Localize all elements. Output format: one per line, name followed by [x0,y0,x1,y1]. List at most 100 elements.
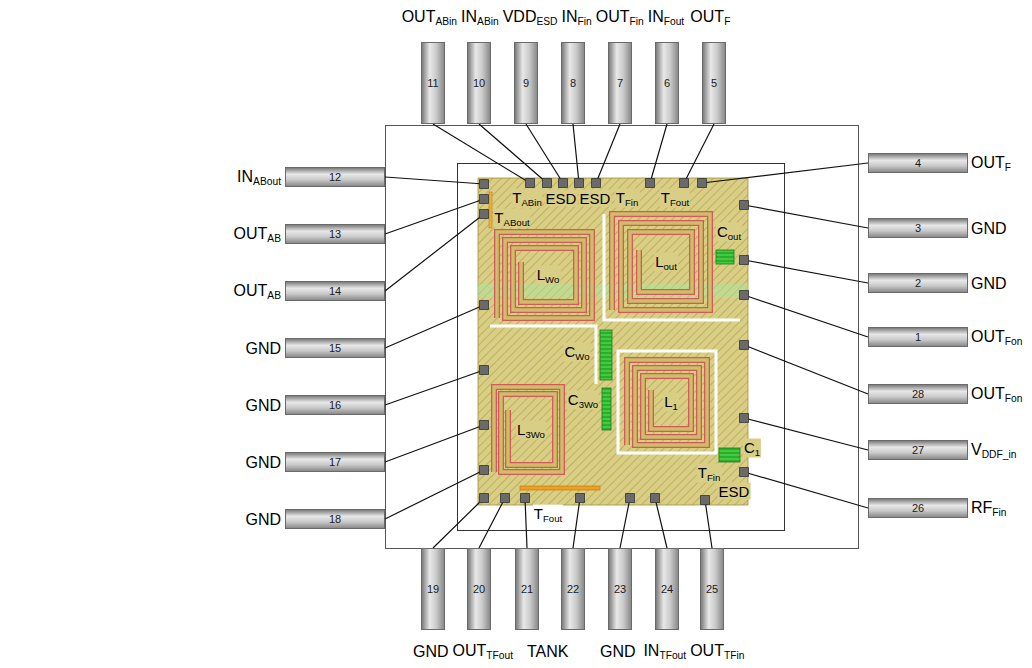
pin-name: GND [245,339,281,358]
text-subscript: 3Wo [525,429,545,440]
component-label: LWo [536,266,561,285]
text-subscript: F [1005,162,1011,173]
text-main: IN [237,168,253,185]
text-subscript: ESD [536,16,557,27]
inductor-spiral [612,214,710,310]
text-subscript: AB [267,233,281,244]
pin-number: 10 [468,43,490,123]
pin-number: 15 [286,339,384,357]
text-main: GND [600,643,636,660]
pin-box: 18GND [285,509,385,529]
component-label: ESD [579,190,612,207]
pin-name: GND [600,642,636,661]
text-main: OUT [690,642,724,659]
pin-name: GND [971,274,1007,293]
pin-number: 21 [516,549,538,629]
text-main: OUT [402,8,436,25]
text-subscript: DDF_in [982,449,1017,460]
text-main: T [534,505,543,522]
capacitor [719,448,740,462]
pin-box: 11OUTABin [421,42,445,124]
text-main: L [655,253,663,270]
pin-number: 2 [869,274,967,292]
pin-box: 28OUTFon [868,384,968,404]
pin-number: 4 [869,154,967,172]
text-main: T [494,209,503,226]
component-label: L1 [663,393,679,412]
inductor-spirals [494,214,710,472]
text-subscript: out [664,261,677,272]
inductor-spiral [494,387,562,472]
text-subscript: ABin [435,16,457,27]
text-subscript: 3Wo [579,399,599,410]
pin-name: INTFout [643,641,686,662]
text-main: IN [643,642,659,659]
pin-number: 3 [869,219,967,237]
text-main: L [517,421,525,438]
component-label: L3Wo [516,421,546,440]
pin-box: 15GND [285,338,385,358]
text-main: L [537,266,545,283]
text-subscript: Fout [543,513,562,524]
text-subscript: Wo [545,274,559,285]
pin-number: 25 [701,549,723,629]
pin-name: OUTABin [402,7,457,28]
pin-box: 22 [561,548,585,630]
capacitor [600,330,612,380]
text-main: C [717,223,728,240]
text-main: GND [245,397,281,414]
pin-box: 20OUTTFout [467,548,491,630]
pin-name: TANK [527,642,568,661]
pin-box: 24INTFout [655,548,679,630]
pin-name: VDDESD [503,7,558,28]
pin-box: 1OUTFon [868,327,968,347]
pin-number: 23 [609,549,631,629]
text-main: GND [971,275,1007,292]
text-main: GND [245,454,281,471]
text-main: T [512,189,521,206]
text-main: RF [971,499,992,516]
text-main: GND [413,643,449,660]
text-main: ESD [580,190,611,207]
bond-pads [480,179,749,505]
inductor-spiral [494,387,562,472]
pin-box: 2GND [868,273,968,293]
pin-name: OUTF [971,153,1011,174]
pin-name: INABin [461,7,499,28]
isolation-gap [618,351,716,453]
text-subscript: ABin [521,197,541,208]
component-label: ESD [718,483,751,500]
bond-wires [385,124,868,548]
text-main: IN [562,8,578,25]
transformer-strip [489,192,492,228]
pin-box: 9VDDESD [514,42,538,124]
component-label: TABin [511,189,542,208]
inductor-spiral [497,232,592,318]
text-main: VDD [503,8,537,25]
pin-name: OUTFon [971,384,1022,405]
pin-number: 14 [286,282,384,300]
pin-number: 28 [869,385,967,403]
component-label: TFout [660,189,690,208]
text-main: OUT [690,8,724,25]
text-main: TANK [527,643,568,660]
pin-name: OUTTFin [690,641,744,662]
text-main: C [568,391,579,408]
pin-number: 22 [562,549,584,629]
text-main: OUT [596,8,630,25]
pin-box: 25OUTTFin [700,548,724,630]
text-main: GND [971,220,1007,237]
inductor-spiral [627,360,707,445]
pin-name: INFout [648,7,684,28]
text-main: C [564,343,575,360]
pin-box: 5OUTF [702,42,726,124]
pin-number: 24 [656,549,678,629]
text-subscript: out [728,231,741,242]
text-main: OUT [971,385,1005,402]
text-subscript: F [724,16,730,27]
pin-box: 3GND [868,218,968,238]
pin-box: 16GND [285,395,385,415]
text-main: IN [461,8,477,25]
pin-box: 17GND [285,452,385,472]
